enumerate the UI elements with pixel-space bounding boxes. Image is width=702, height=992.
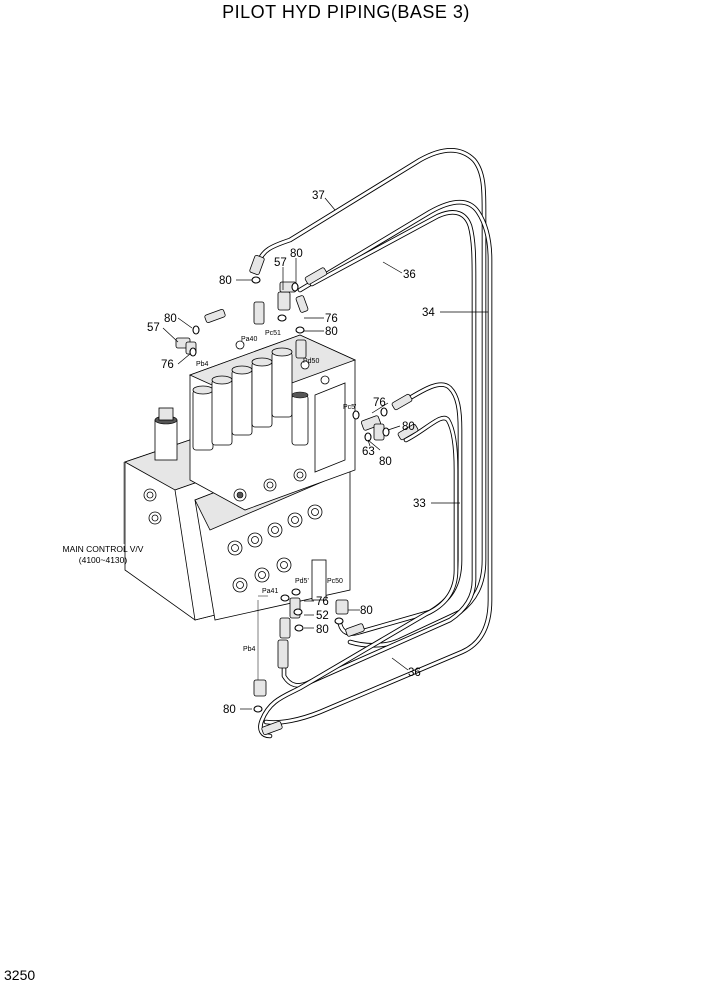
page-number: 3250 [4,967,35,983]
leader-lines [123,197,488,710]
callout-76-c: 76 [373,397,386,409]
callout-57-b: 57 [147,322,160,334]
callout-80-h: 80 [360,605,373,617]
port-pc5: Pc5' [343,404,356,411]
callout-80-d: 80 [164,313,177,325]
callout-80-e: 80 [402,421,415,433]
svg-text:MAIN CONTROL V/V: MAIN CONTROL V/V [63,544,144,554]
spool-caps [192,347,309,451]
port-pd5: Pd5' [295,578,309,585]
callout-76-d: 76 [316,596,329,608]
valve-ports [143,340,330,593]
callout-33: 33 [413,498,426,510]
callout-80-i: 80 [223,704,236,716]
callout-80-b: 80 [290,248,303,260]
callout-52: 52 [316,610,329,622]
port-pa41: Pa41 [262,588,278,595]
hose-36-bottom [258,415,459,739]
callout-57-a: 57 [274,257,287,269]
callout-63: 63 [362,446,375,458]
port-pc51: Pc51 [265,330,281,337]
callouts: 37 36 34 33 36 80 80 57 76 80 80 57 76 7… [147,190,435,716]
hose-36-top [281,210,477,688]
callout-76-b: 76 [161,359,174,371]
hose-34 [263,199,493,725]
port-pa40: Pa40 [241,336,257,343]
o-rings [189,276,390,713]
callout-34: 34 [422,307,435,319]
hose-fittings [204,254,419,736]
callout-80-a: 80 [219,275,232,287]
callout-80-f: 80 [379,456,392,468]
main-control-label: MAIN CONTROL V/V (4100~4130) [63,544,144,565]
callout-76-a: 76 [325,313,338,325]
port-pb4-top: Pb4 [196,361,209,368]
callout-36-top: 36 [403,269,416,281]
port-pd50: Pd50 [303,358,319,365]
svg-text:(4100~4130): (4100~4130) [79,555,128,565]
port-pc50: Pc50 [327,578,343,585]
callout-80-g: 80 [316,624,329,636]
callout-80-c: 80 [325,326,338,338]
main-control-valve [124,334,357,621]
callout-37: 37 [312,190,325,202]
port-labels: Pa40 Pc51 Pd50 Pb4 Pc5' Pd5' Pa41 Pc50 P… [196,330,356,653]
callout-36-bottom: 36 [408,667,421,679]
hose-33 [337,382,463,636]
port-pb4-bottom: Pb4 [243,646,256,653]
page-title: PILOT HYD PIPING(BASE 3) [222,2,470,22]
